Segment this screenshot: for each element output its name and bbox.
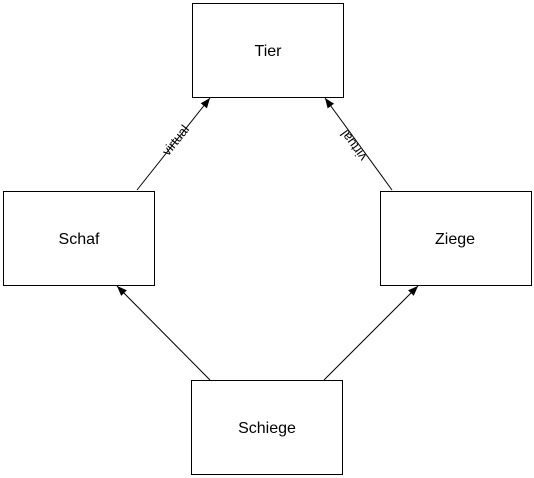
node-ziege: Ziege bbox=[380, 191, 532, 286]
edge-ziege-to-tier: virtual bbox=[324, 97, 393, 191]
node-tier: Tier bbox=[192, 3, 344, 98]
node-label-schaf: Schaf bbox=[59, 231, 100, 248]
edge-label-schaf-virtual: virtual bbox=[159, 122, 192, 159]
node-schaf: Schaf bbox=[3, 191, 155, 286]
node-label-ziege: Ziege bbox=[435, 231, 475, 248]
node-schiege: Schiege bbox=[191, 380, 343, 475]
edge-schiege-to-ziege bbox=[323, 285, 419, 381]
edge-schiege-to-schaf bbox=[116, 285, 211, 381]
edge-schaf-to-tier: virtual bbox=[136, 97, 211, 191]
node-label-schiege: Schiege bbox=[238, 420, 296, 437]
node-label-tier: Tier bbox=[255, 43, 283, 60]
edge-label-ziege-virtual: virtual bbox=[337, 127, 370, 164]
